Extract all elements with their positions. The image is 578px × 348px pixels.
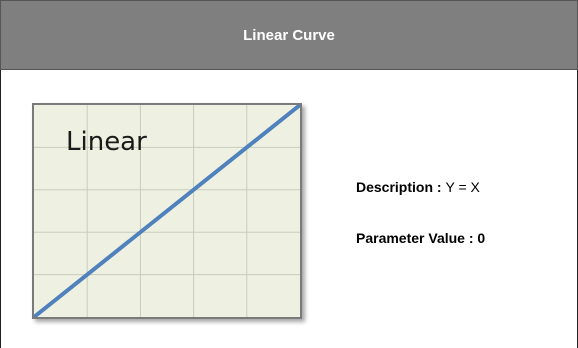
panel-header: Linear Curve bbox=[0, 0, 578, 70]
description-row: Description : Y = X bbox=[356, 179, 480, 195]
parameter-label: Parameter Value : bbox=[356, 230, 478, 246]
panel-title: Linear Curve bbox=[243, 26, 335, 44]
curve-graph bbox=[34, 105, 300, 317]
linear-curve-line bbox=[34, 105, 300, 317]
parameter-value: 0 bbox=[477, 230, 486, 246]
description-label: Description bbox=[356, 179, 434, 195]
curve-preview: Linear bbox=[32, 103, 302, 319]
description-value: Y = X bbox=[445, 179, 480, 195]
parameter-row: Parameter Value : 0 bbox=[356, 230, 485, 246]
description-separator: : bbox=[433, 179, 446, 195]
curve-label: Linear bbox=[66, 127, 147, 157]
